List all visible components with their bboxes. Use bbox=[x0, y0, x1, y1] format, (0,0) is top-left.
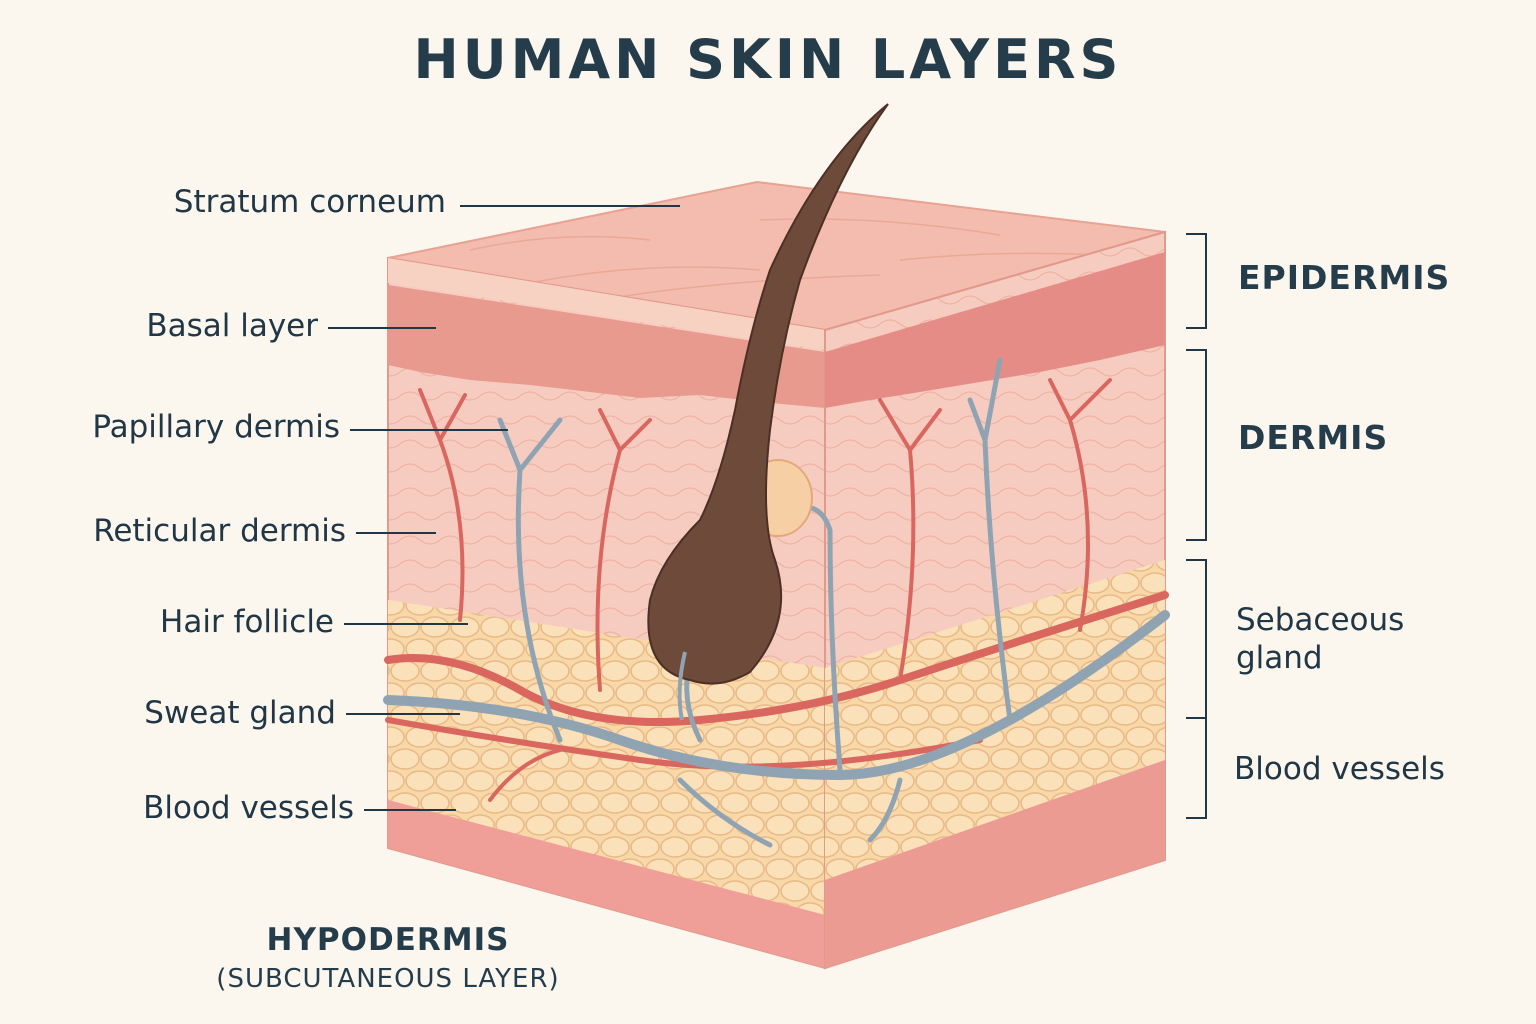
arteries bbox=[384, 378, 1169, 802]
hypodermis-subtitle: (SUBCUTANEOUS LAYER) bbox=[216, 964, 560, 994]
leader-lines bbox=[328, 205, 680, 811]
label-basal-layer: Basal layer bbox=[146, 308, 318, 344]
label-sweat-gland: Sweat gland bbox=[144, 695, 336, 731]
label-dermis: DERMIS bbox=[1238, 418, 1389, 457]
stratum-corneum-band bbox=[388, 258, 825, 350]
fat-band-right bbox=[825, 560, 1165, 880]
basal-layer-band bbox=[388, 285, 825, 408]
hair-follicle bbox=[647, 103, 889, 685]
basal-band-right bbox=[825, 252, 1165, 408]
hypodermis-caption: HYPODERMIS (SUBCUTANEOUS LAYER) bbox=[188, 922, 588, 994]
brackets bbox=[1186, 233, 1207, 819]
label-blood-vessels-left: Blood vessels bbox=[143, 790, 354, 826]
label-sebaceous-line1: Sebaceous bbox=[1236, 602, 1405, 638]
hypodermis-title: HYPODERMIS bbox=[266, 922, 510, 958]
deep-band-right bbox=[825, 760, 1165, 968]
label-hair-follicle: Hair follicle bbox=[160, 604, 334, 640]
label-epidermis: EPIDERMIS bbox=[1238, 258, 1451, 297]
label-blood-vessels-right: Blood vessels bbox=[1234, 751, 1445, 787]
label-papillary-dermis: Papillary dermis bbox=[92, 409, 340, 445]
label-reticular-dermis: Reticular dermis bbox=[93, 513, 346, 549]
diagram-title: HUMAN SKIN LAYERS bbox=[413, 28, 1123, 91]
deep-band-front bbox=[388, 800, 825, 968]
label-sebaceous-line2: gland bbox=[1236, 640, 1323, 676]
label-stratum-corneum: Stratum corneum bbox=[173, 184, 446, 220]
